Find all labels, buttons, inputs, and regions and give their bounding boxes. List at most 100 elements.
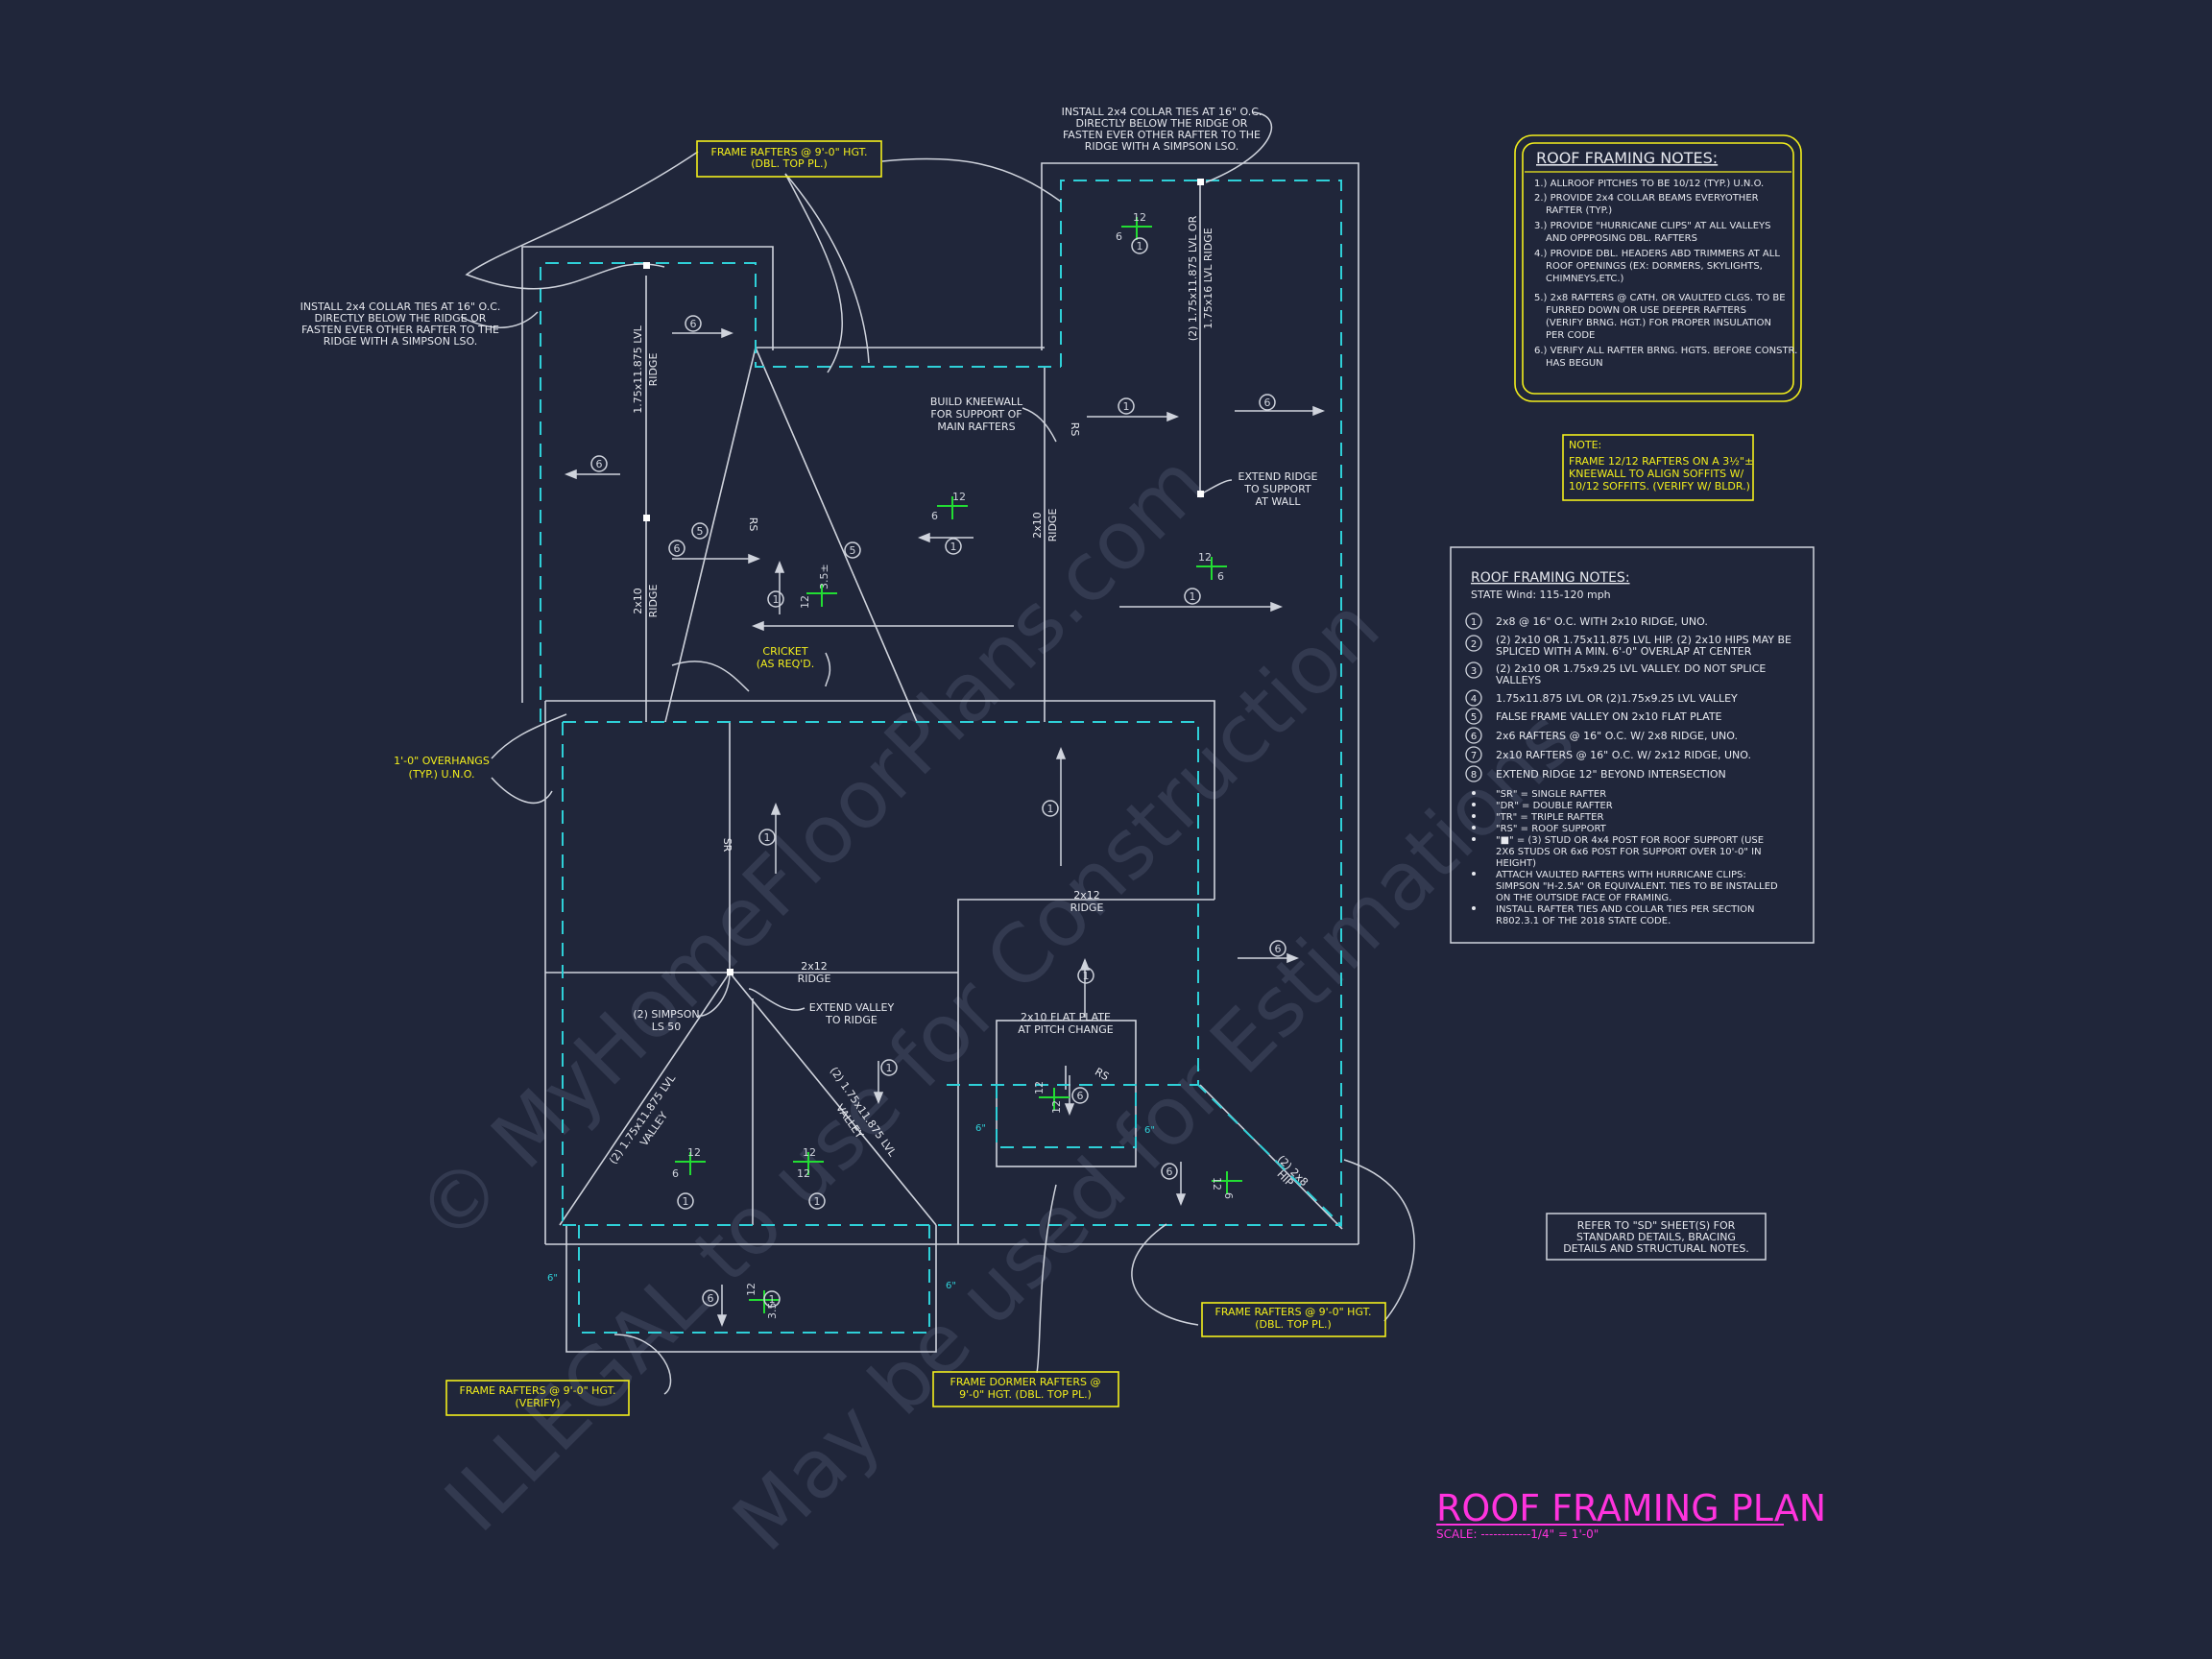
notes-1-item: (VERIFY BRNG. HGT.) FOR PROPER INSULATIO… bbox=[1546, 318, 1771, 328]
title-scale: SCALE: ------------1/4" = 1'-0" bbox=[1436, 1527, 1599, 1541]
ridge-2x10-label: 2x10 bbox=[632, 588, 644, 614]
lvl-ridge-label: RIDGE bbox=[647, 353, 660, 387]
rs-label: RS bbox=[1069, 422, 1081, 437]
ridge-2x12-label: 2x12 bbox=[801, 960, 828, 973]
kneewall-note: MAIN RAFTERS bbox=[937, 421, 1015, 433]
bullet-item: "SR" = SINGLE RAFTER bbox=[1496, 789, 1606, 800]
frame-rafters-br: (DBL. TOP PL.) bbox=[1255, 1318, 1332, 1331]
tag-number: 1 bbox=[683, 1195, 689, 1208]
sr-label: SR bbox=[721, 838, 733, 853]
frame-rafters-bl: FRAME RAFTERS @ 9'-0" HGT. bbox=[460, 1384, 616, 1397]
note-small-heading: NOTE: bbox=[1569, 439, 1601, 451]
legend-num: 7 bbox=[1471, 751, 1477, 761]
notes-1-item: RAFTER (TYP.) bbox=[1546, 205, 1612, 216]
overhang-note: (TYP.) U.N.O. bbox=[409, 768, 475, 781]
tag-number: 6 bbox=[708, 1292, 714, 1305]
frame-dormer: 9'-0" HGT. (DBL. TOP PL.) bbox=[959, 1388, 1092, 1401]
tag-number: 6 bbox=[674, 542, 681, 555]
kneewall-note: BUILD KNEEWALL bbox=[930, 396, 1023, 408]
notes-1-item: 6.) VERIFY ALL RAFTER BRNG. HGTS. BEFORE… bbox=[1534, 346, 1797, 356]
extend-ridge-note: EXTEND RIDGE bbox=[1238, 470, 1318, 483]
collar-note-left: RIDGE WITH A SIMPSON LSO. bbox=[324, 335, 478, 348]
bullet-item: ATTACH VAULTED RAFTERS WITH HURRICANE CL… bbox=[1496, 870, 1746, 880]
pitch-rise: 12 bbox=[1133, 211, 1146, 224]
notes-1-item: 1.) ALLROOF PITCHES TO BE 10/12 (TYP.) U… bbox=[1534, 179, 1764, 189]
notes-2-legend-circles bbox=[1465, 613, 1482, 782]
tag-number: 1 bbox=[950, 541, 957, 553]
legend-text: SPLICED WITH A MIN. 6'-0" OVERLAP AT CEN… bbox=[1496, 645, 1752, 658]
bullet-item: "RS" = ROOF SUPPORT bbox=[1496, 824, 1607, 834]
pitch-rise: 12 bbox=[1211, 1177, 1223, 1190]
tag-number: 6 bbox=[1275, 943, 1282, 955]
tag-number: 1 bbox=[769, 1293, 776, 1306]
title-main: ROOF FRAMING PLAN bbox=[1436, 1487, 1826, 1529]
bullet-dots bbox=[1472, 791, 1476, 910]
roof-support-posts bbox=[643, 179, 1204, 975]
pitch-run: 12 bbox=[1050, 1100, 1063, 1114]
refer-box-frame bbox=[1546, 1213, 1767, 1261]
notes-box-2: ROOF FRAMING NOTES: STATE Wind: 115-120 … bbox=[1465, 570, 1791, 926]
notes-1-item: AND OPPPOSING DBL. RAFTERS bbox=[1546, 233, 1697, 244]
bullet-item: R802.3.1 OF THE 2018 STATE CODE. bbox=[1496, 916, 1671, 926]
notes-box-2-frame bbox=[1450, 546, 1815, 944]
frame-dormer: FRAME DORMER RAFTERS @ bbox=[950, 1376, 1101, 1388]
tag-number: 1 bbox=[886, 1062, 893, 1074]
tag-number: 6 bbox=[690, 318, 697, 330]
legend-text: FALSE FRAME VALLEY ON 2x10 FLAT PLATE bbox=[1496, 710, 1722, 723]
pitch-run: 12 bbox=[797, 1167, 810, 1180]
legend-num: 4 bbox=[1471, 694, 1477, 705]
notes-1-heading: ROOF FRAMING NOTES: bbox=[1536, 149, 1718, 167]
rs-label: RS bbox=[1093, 1066, 1111, 1084]
notes-1-item: CHIMNEYS,ETC.) bbox=[1546, 274, 1624, 284]
flat-plate-note: AT PITCH CHANGE bbox=[1018, 1023, 1114, 1036]
notes-1-item: FURRED DOWN OR USE DEEPER RAFTERS bbox=[1546, 305, 1746, 316]
notes-1-item: 3.) PROVIDE "HURRICANE CLIPS" AT ALL VAL… bbox=[1534, 221, 1771, 231]
collar-note-left: INSTALL 2x4 COLLAR TIES AT 16" O.C. bbox=[301, 301, 501, 313]
refer-line: REFER TO "SD" SHEET(S) FOR bbox=[1577, 1219, 1736, 1232]
notes-2-wind: STATE Wind: 115-120 mph bbox=[1471, 589, 1611, 601]
notes-1-item: HAS BEGUN bbox=[1546, 358, 1603, 369]
frame-rafters-top: FRAME RAFTERS @ 9'-0" HGT. bbox=[711, 146, 868, 158]
tag-number: 1 bbox=[1137, 240, 1143, 252]
legend-text: VALLEYS bbox=[1496, 674, 1541, 686]
rs-label: RS bbox=[747, 517, 759, 532]
pitch-rise: 12 bbox=[1033, 1081, 1046, 1094]
bullet-item: ON THE OUTSIDE FACE OF FRAMING. bbox=[1496, 893, 1671, 903]
legend-tags bbox=[590, 237, 1286, 1308]
bullet-item: 2X6 STUDS OR 6x6 POST FOR SUPPORT OVER 1… bbox=[1496, 847, 1762, 857]
refer-box: REFER TO "SD" SHEET(S) FOR STANDARD DETA… bbox=[1563, 1219, 1749, 1255]
legend-num: 3 bbox=[1471, 666, 1477, 677]
note-small-line: 10/12 SOFFITS. (VERIFY W/ BLDR.) bbox=[1569, 480, 1750, 493]
legend-tag-numbers: 6 6 5 6 5 1 1 6 1 1 1 1 1 1 6 1 6 1 1 6 … bbox=[596, 240, 1282, 1306]
lvl-ridge-right-label: 1.75x16 LVL RIDGE bbox=[1202, 228, 1214, 328]
bullet-item: "DR" = DOUBLE RAFTER bbox=[1496, 801, 1613, 811]
pitch-rise: 12 bbox=[803, 1146, 816, 1159]
extend-valley-note: EXTEND VALLEY bbox=[809, 1001, 895, 1014]
ridge-2x10-mid-label: 2x10 bbox=[1031, 512, 1044, 539]
notes-1-item: 2.) PROVIDE 2x4 COLLAR BEAMS EVERYOTHER bbox=[1534, 193, 1759, 204]
rafter-arrows bbox=[564, 327, 1326, 1328]
notes-box-1: ROOF FRAMING NOTES: 1.) ALLROOF PITCHES … bbox=[1525, 149, 1797, 369]
ridge-2x12-label: 2x12 bbox=[1073, 889, 1100, 902]
kneewall-note: FOR SUPPORT OF bbox=[930, 408, 1022, 421]
overhang-dim: 6" bbox=[1144, 1125, 1155, 1136]
note-small: NOTE: FRAME 12/12 RAFTERS ON A 3½"± KNEE… bbox=[1569, 439, 1753, 493]
note-small-line: KNEEWALL TO ALIGN SOFFITS W/ bbox=[1569, 468, 1744, 480]
lvl-ridge-label: 1.75x11.875 LVL bbox=[632, 325, 644, 413]
tag-number: 6 bbox=[1264, 397, 1271, 409]
collar-note-left: DIRECTLY BELOW THE RIDGE OR bbox=[315, 312, 487, 325]
bullet-item: INSTALL RAFTER TIES AND COLLAR TIES PER … bbox=[1496, 904, 1755, 915]
pitch-rise: 12 bbox=[745, 1283, 757, 1296]
overhang-dim: 6" bbox=[547, 1273, 558, 1284]
roof-outline bbox=[521, 162, 1359, 1353]
notes-1-item: ROOF OPENINGS (EX: DORMERS, SKYLIGHTS, bbox=[1546, 261, 1763, 272]
pitch-run: 3.5± bbox=[818, 564, 830, 589]
pitch-rise: 12 bbox=[687, 1146, 701, 1159]
pitch-run: 6 bbox=[1116, 230, 1122, 243]
simpson-note: LS 50 bbox=[652, 1021, 682, 1033]
legend-text: 2x6 RAFTERS @ 16" O.C. W/ 2x8 RIDGE, UNO… bbox=[1496, 730, 1738, 742]
legend-num: 2 bbox=[1471, 639, 1477, 650]
extend-ridge-note: AT WALL bbox=[1256, 495, 1302, 508]
pitch-run: 6 bbox=[1222, 1192, 1235, 1199]
pitch-labels: 12 6 12 6 12 6 12 3.5± 12 6 12 12 12 12 … bbox=[672, 211, 1235, 1319]
